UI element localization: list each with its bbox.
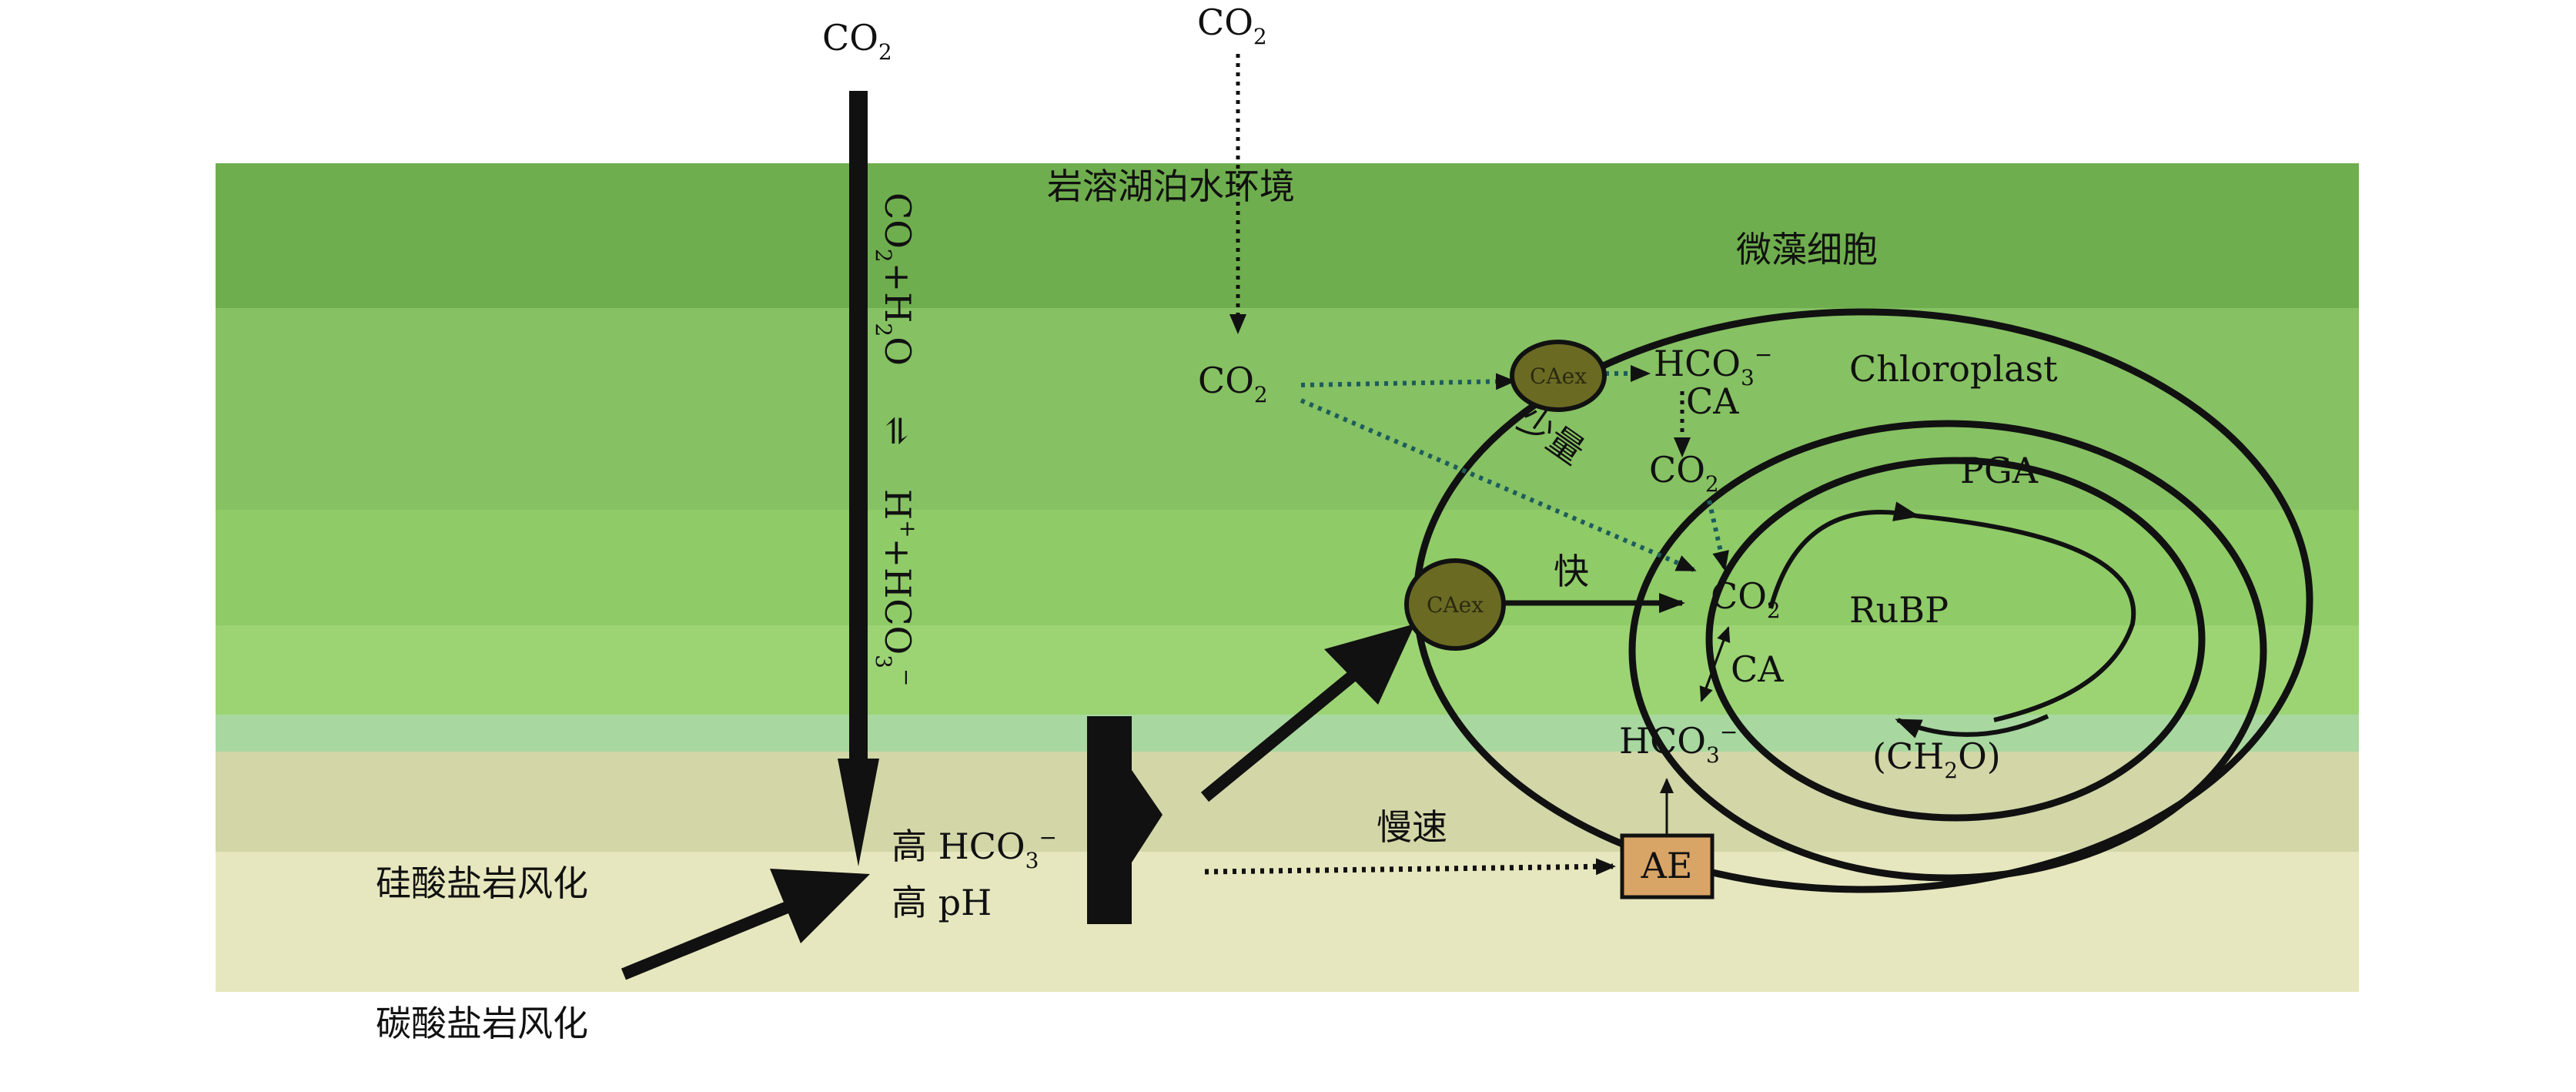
caex-top-label: CAex	[1530, 363, 1587, 389]
carbonate-weathering-label: 碳酸盐岩风化	[376, 1003, 588, 1044]
equation-arrow: ⇌	[877, 416, 918, 446]
band-6	[216, 752, 2359, 852]
high-hco3-label: 高 HCO3−	[892, 825, 1057, 873]
equation-left: CO2+H2O	[871, 193, 918, 366]
chloroplast-label: Chloroplast	[1849, 348, 2058, 390]
calvin-cycle	[1768, 501, 2136, 739]
hco3-bottom-label: HCO3−	[1619, 719, 1738, 768]
hco3-top-label: HCO3−	[1654, 342, 1772, 390]
lake-environment-label: 岩溶湖泊水环境	[1047, 166, 1295, 207]
main-co2-dissolution-arrow	[838, 91, 879, 866]
high-ph-label: 高 pH	[892, 882, 992, 923]
caex-top-enzyme: CAex	[1510, 340, 1607, 412]
caex-mid-label: CAex	[1427, 592, 1484, 618]
ca-bottom-label: CA	[1731, 648, 1784, 690]
chloroplast-outer-membrane	[1628, 420, 2267, 882]
microalgae-cell-label: 微藻细胞	[1736, 229, 1878, 270]
kuai-label: 快	[1554, 551, 1589, 592]
silicate-weathering-label: 硅酸盐岩风化	[376, 863, 588, 904]
block-arrow	[1087, 716, 1163, 924]
calvin-arc-right	[1916, 514, 2136, 722]
dotted-co2-to-caex	[1300, 373, 1516, 390]
hco3-to-caex-arrow	[1200, 624, 1415, 802]
ae-transporter: AE	[1620, 833, 1715, 899]
co2-top-mid-label: CO2	[1197, 2, 1267, 49]
chloroplast-inner-membrane	[1705, 457, 2206, 822]
vertical-equation: CO2+H2O ⇌ H++HCO3−	[871, 193, 921, 686]
labels: CO2 CO2 岩溶湖泊水环境 微藻细胞 Chloroplast CO2 HCO…	[376, 2, 2058, 1044]
rubp-label: RuBP	[1849, 589, 1949, 631]
carbonate-weathering-arrow	[621, 869, 870, 980]
co2-water-label: CO2	[1198, 360, 1268, 407]
co2-inner-a-label: CO2	[1649, 449, 1719, 497]
dotted-co2a-to-co2b	[1707, 500, 1729, 571]
dotted-slow-arrow	[1204, 858, 1616, 876]
ch2o-label: (CH2O)	[1872, 735, 2001, 783]
caex-mid-enzyme: CAex	[1404, 558, 1506, 651]
calvin-arc-top	[1768, 501, 1920, 609]
calvin-arc-bottom	[1895, 714, 2049, 739]
equation-right: H++HCO3−	[871, 489, 921, 686]
co2-inner-b-label: CO2	[1711, 575, 1781, 623]
co2-top-left-label: CO2	[822, 17, 892, 65]
dotted-arrows	[1204, 54, 1729, 876]
dotted-co2-to-inner-co2	[1300, 398, 1697, 572]
small-arrows	[1660, 626, 1731, 836]
band-1	[216, 163, 2359, 308]
band-4	[216, 625, 2359, 715]
ae-label: AE	[1641, 845, 1693, 886]
pga-label: PGA	[1960, 450, 2039, 491]
ca-double-arrow-down	[1699, 627, 1730, 702]
ca-top-label: CA	[1686, 380, 1739, 422]
band-2	[216, 308, 2359, 510]
band-3	[216, 510, 2359, 625]
mansu-label: 慢速	[1377, 806, 1447, 848]
